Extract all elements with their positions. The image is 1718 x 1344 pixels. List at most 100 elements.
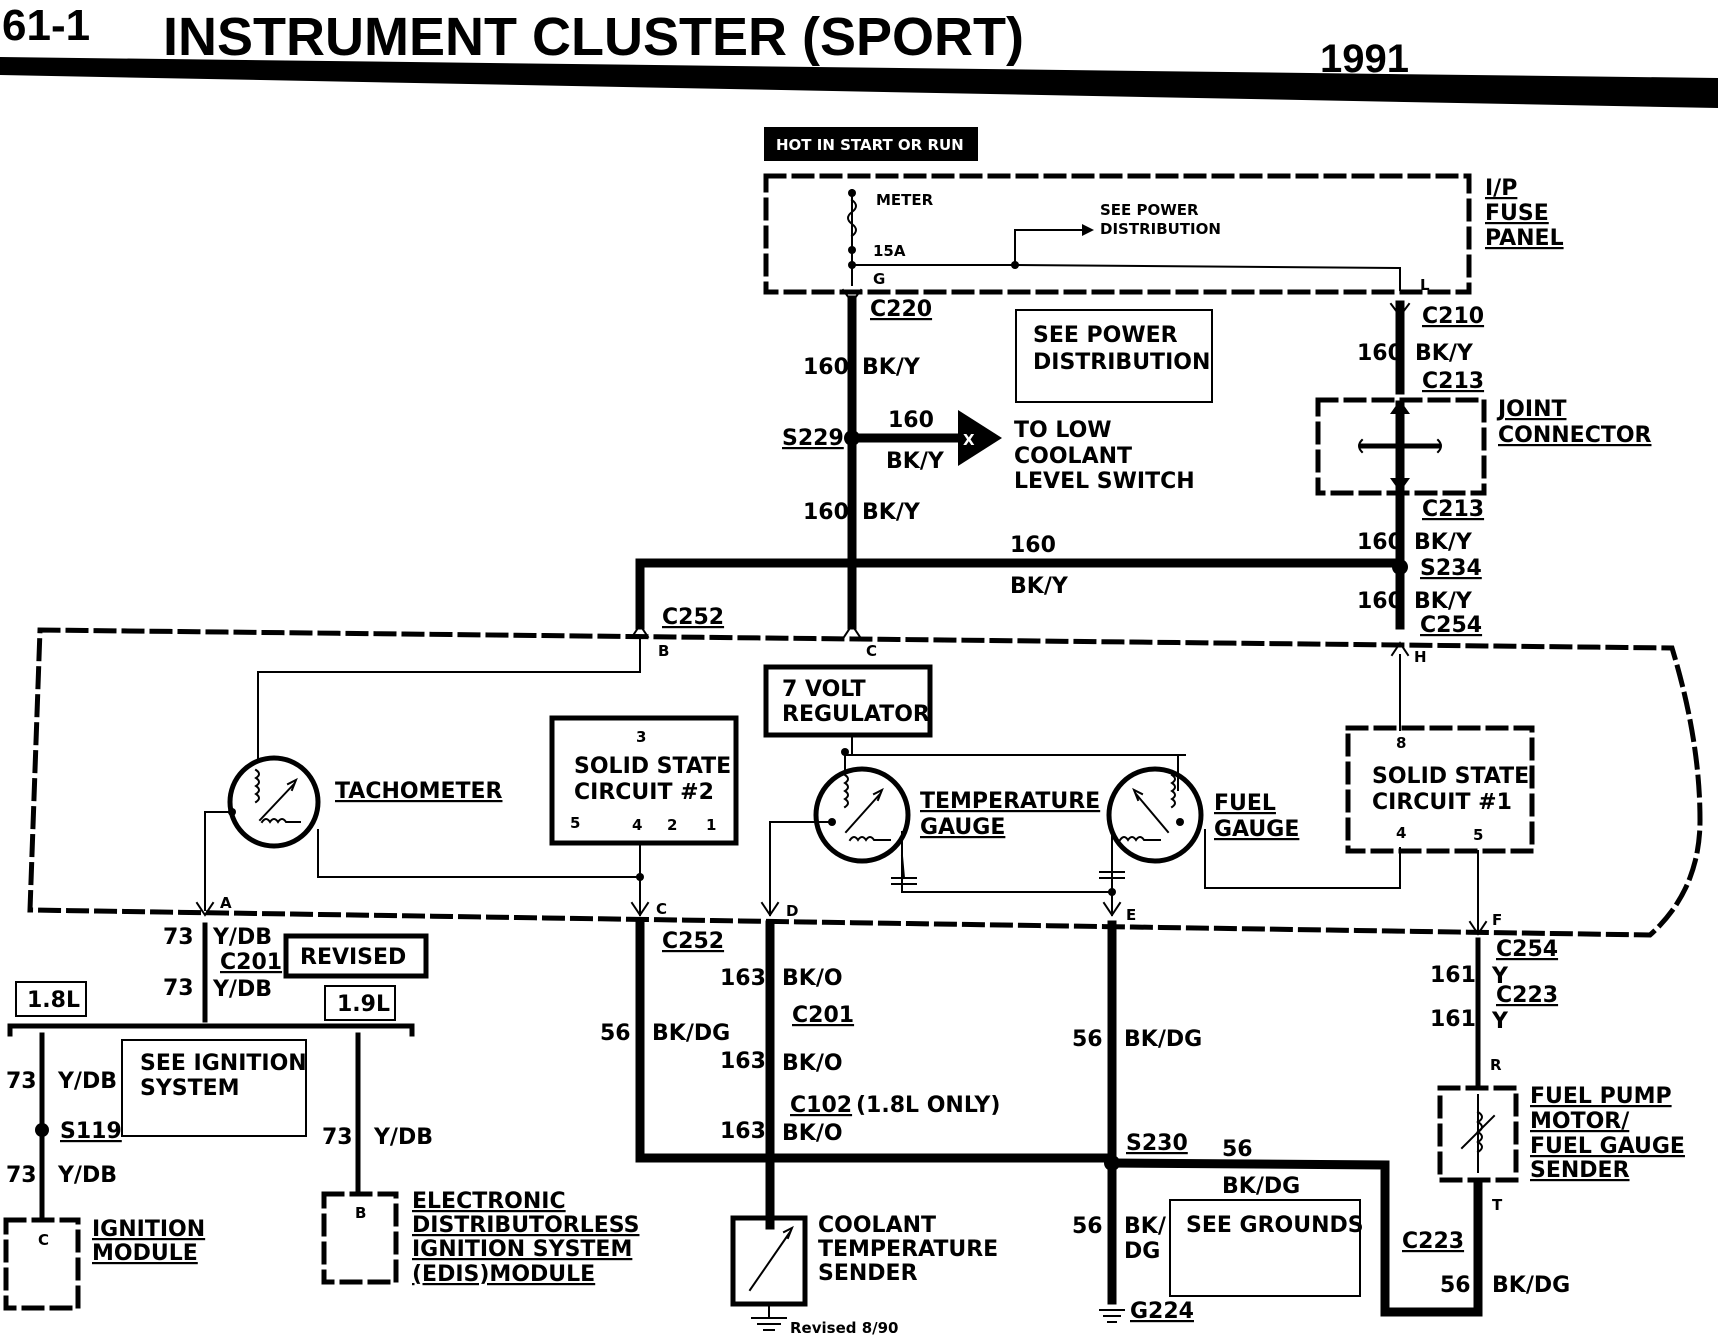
ignition-module-1: IGNITION bbox=[92, 1217, 205, 1242]
ssc1-line-2: CIRCUIT #1 bbox=[1372, 790, 1512, 815]
joint-2: CONNECTOR bbox=[1498, 423, 1652, 448]
ssc2-pin-4: 4 bbox=[632, 816, 642, 834]
ssc1-pin-4: 4 bbox=[1396, 824, 1406, 842]
fuse-panel-area bbox=[763, 173, 1472, 295]
ip-label: I/P bbox=[1485, 176, 1517, 201]
wire-160-f: 160 bbox=[1357, 589, 1403, 614]
wire-ydb-c: Y/DB bbox=[57, 1069, 117, 1094]
wire-56-a: 56 bbox=[600, 1021, 631, 1046]
c223b-label: C223 bbox=[1402, 1229, 1464, 1254]
see-ignition-box bbox=[121, 1039, 307, 1137]
wire-bk-slash: BK/ bbox=[1124, 1214, 1167, 1239]
s230-label: S230 bbox=[1126, 1131, 1188, 1156]
c102-note: (1.8L ONLY) bbox=[856, 1093, 1000, 1118]
wire-73-b: 73 bbox=[163, 976, 194, 1001]
wire-bkdg-d: BK/DG bbox=[1222, 1174, 1300, 1199]
fuel-pump-2: MOTOR/ bbox=[1530, 1109, 1630, 1134]
c254b-label: C254 bbox=[1496, 937, 1558, 962]
ignition-pin-c: C bbox=[38, 1231, 49, 1249]
ssc1-pin-8: 8 bbox=[1396, 734, 1406, 752]
wire-160-a: 160 bbox=[803, 355, 849, 380]
ssc2-pin-3: 3 bbox=[636, 728, 646, 746]
see-grounds-box bbox=[1169, 1199, 1361, 1297]
wire-160-e: 160 bbox=[1357, 530, 1403, 555]
pin-t: T bbox=[1492, 1196, 1503, 1214]
fuel-gauge-1: FUEL bbox=[1214, 791, 1276, 816]
wire-56-d: 56 bbox=[1222, 1137, 1253, 1162]
ssc2-pin-5: 5 bbox=[570, 814, 580, 832]
edis-3: IGNITION SYSTEM bbox=[412, 1237, 632, 1262]
wire-dg: DG bbox=[1124, 1239, 1160, 1264]
pin-e: E bbox=[1126, 906, 1136, 924]
s234-label: S234 bbox=[1420, 556, 1482, 581]
pin-b: B bbox=[658, 642, 669, 660]
see-ignition-1: SEE IGNITION bbox=[140, 1051, 307, 1076]
ssc2-line-2: CIRCUIT #2 bbox=[574, 780, 714, 805]
ignition-module-2: MODULE bbox=[92, 1241, 198, 1266]
wire-bko-a: BK/O bbox=[782, 966, 843, 991]
ssc2-pin-1: 1 bbox=[706, 816, 716, 834]
s119-label: S119 bbox=[60, 1119, 122, 1144]
wire-56-e: 56 bbox=[1440, 1273, 1471, 1298]
wire-161-a: 161 bbox=[1430, 963, 1476, 988]
c201b-label: C201 bbox=[792, 1003, 854, 1028]
edis-module-box bbox=[321, 1191, 399, 1285]
edis-4: (EDIS)MODULE bbox=[412, 1262, 595, 1287]
wire-160-d: 160 bbox=[1357, 341, 1403, 366]
wire-160-c: 160 bbox=[803, 500, 849, 525]
fuel-pump-3: FUEL GAUGE bbox=[1530, 1134, 1685, 1159]
wire-160-b: 160 bbox=[888, 408, 934, 433]
fuel-pump-4: SENDER bbox=[1530, 1158, 1630, 1183]
coolant-sender-1: COOLANT bbox=[818, 1213, 936, 1238]
fuel-pump-1: FUEL PUMP bbox=[1530, 1084, 1672, 1109]
fuse-see-power-2: DISTRIBUTION bbox=[1100, 220, 1221, 238]
joint-connector-box bbox=[1315, 397, 1487, 496]
wire-163-a: 163 bbox=[720, 966, 766, 991]
c213b-label: C213 bbox=[1422, 497, 1484, 522]
header: 61-1 INSTRUMENT CLUSTER (SPORT) 1991 bbox=[0, 1, 1718, 108]
cluster-area bbox=[27, 627, 1703, 938]
wire-73-a: 73 bbox=[163, 925, 194, 950]
c213a-label: C213 bbox=[1422, 369, 1484, 394]
c252b-label: C252 bbox=[662, 929, 724, 954]
footer-revised: Revised 8/90 bbox=[790, 1319, 899, 1337]
pin-c-top: C bbox=[866, 642, 877, 660]
wire-bkdg-e: BK/DG bbox=[1492, 1273, 1570, 1298]
engine-19-label: 1.9L bbox=[337, 992, 390, 1017]
splice-s119 bbox=[35, 1123, 49, 1137]
see-power-1: SEE POWER bbox=[1033, 323, 1178, 348]
wire-bkdg-a: BK/DG bbox=[652, 1021, 730, 1046]
see-ignition-2: SYSTEM bbox=[140, 1076, 240, 1101]
ssc1-line-1: SOLID STATE bbox=[1372, 764, 1529, 789]
wire-y-a: Y bbox=[1491, 964, 1509, 989]
tachometer-label: TACHOMETER bbox=[335, 779, 503, 804]
fuse-label: FUSE bbox=[1485, 201, 1549, 226]
wire-ydb-b: Y/DB bbox=[212, 977, 272, 1002]
regulator-line-1: 7 VOLT bbox=[782, 677, 866, 702]
revised-label: REVISED bbox=[300, 945, 406, 970]
wire-161-b: 161 bbox=[1430, 1007, 1476, 1032]
wire-bky-c: BK/Y bbox=[862, 500, 921, 525]
wire-bko-c: BK/O bbox=[782, 1121, 843, 1146]
c102-label: C102 bbox=[790, 1093, 852, 1118]
temperature-gauge bbox=[813, 766, 911, 864]
ssc2-line-1: SOLID STATE bbox=[574, 754, 731, 779]
s229-label: S229 bbox=[782, 426, 844, 451]
regulator-box bbox=[763, 664, 933, 738]
pin-a: A bbox=[220, 894, 232, 912]
wire-y-b: Y bbox=[1491, 1009, 1509, 1034]
pin-f: F bbox=[1492, 911, 1502, 929]
fuse-icon bbox=[847, 198, 857, 238]
ssc1-pin-5: 5 bbox=[1473, 826, 1483, 844]
c254a-label: C254 bbox=[1420, 613, 1482, 638]
pin-c-bot: C bbox=[656, 900, 667, 918]
wire-bky-g: BK/Y bbox=[1010, 574, 1069, 599]
joint-1: JOINT bbox=[1496, 397, 1567, 422]
temp-gauge-2: GAUGE bbox=[920, 815, 1005, 840]
wire-73-c: 73 bbox=[6, 1069, 37, 1094]
wire-ydb-a: Y/DB bbox=[212, 925, 272, 950]
pin-h: H bbox=[1414, 648, 1427, 666]
header-rule bbox=[0, 57, 1718, 108]
revised-box bbox=[283, 933, 429, 979]
